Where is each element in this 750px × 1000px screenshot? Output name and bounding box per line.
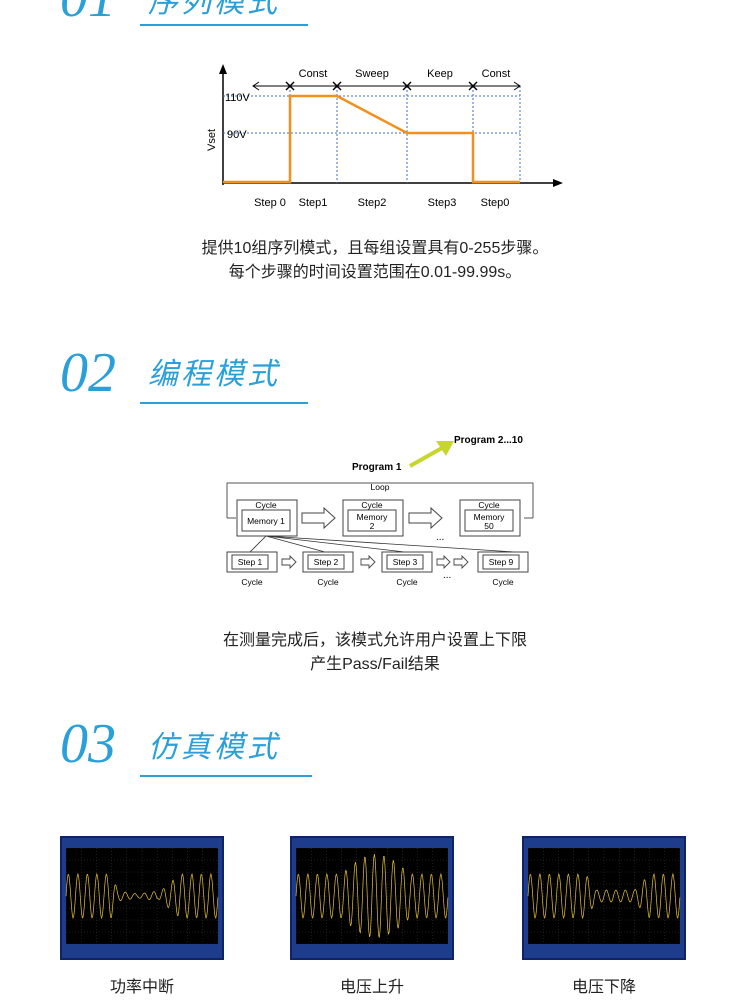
memory-1-cycle: Cycle xyxy=(255,500,277,510)
y-axis-label: Vset xyxy=(206,129,218,151)
memory-ellipsis: ... xyxy=(436,532,444,543)
step-2-cycle: Cycle xyxy=(317,577,339,587)
section-01-number: 01 xyxy=(60,0,116,26)
step-label-2: Step2 xyxy=(358,197,387,209)
scope-header-bar xyxy=(524,838,684,846)
section-03-underline xyxy=(140,775,312,777)
sequence-diagram: Const Sweep Keep Const 110V 90V Vset Ste… xyxy=(206,64,563,209)
step-3-cycle: Cycle xyxy=(396,577,418,587)
step-ellipsis: ... xyxy=(443,570,451,581)
scope-label-swell: 电压上升 xyxy=(339,979,404,996)
section-02-underline xyxy=(140,402,308,404)
level-low-label: 90V xyxy=(227,129,247,141)
memory-50-cycle: Cycle xyxy=(478,500,500,510)
scope-header-bar xyxy=(292,838,452,846)
program-next-label: Program 2...10 xyxy=(454,435,523,446)
y-axis-arrow xyxy=(219,64,227,74)
loop-path xyxy=(226,482,534,518)
program-diagram: Program 1 Program 2...10 Loop Cycle Cycl… xyxy=(226,435,534,587)
step-9-label: Step 9 xyxy=(489,557,514,567)
memory-50-label: Memory xyxy=(474,512,505,522)
memory-2-cycle: Cycle xyxy=(361,500,383,510)
segment-label-const-2: Const xyxy=(482,68,511,80)
loop-label: Loop xyxy=(371,482,390,492)
step-9-box xyxy=(482,554,520,570)
scope-footer-bar xyxy=(292,946,452,958)
scope-footer-bar xyxy=(524,946,684,958)
step-arrow-4 xyxy=(453,554,469,570)
section-03-number: 03 xyxy=(60,713,116,775)
step-3-box xyxy=(386,554,424,570)
memory-arrow-1 xyxy=(301,506,336,530)
section-02-caption-line-1: 在测量完成后，该模式允许用户设置上下限 xyxy=(222,632,527,649)
step-arrow-3 xyxy=(436,554,451,570)
section-02-caption-line-2: 产生Pass/Fail结果 xyxy=(310,656,440,673)
step-label-0: Step 0 xyxy=(254,197,286,209)
memory-50-number: 50 xyxy=(484,521,494,531)
scope-waveform xyxy=(295,853,449,938)
step-1-box xyxy=(231,554,269,570)
scope-label-dropout: 功率中断 xyxy=(109,979,174,996)
grid-lines xyxy=(223,86,521,183)
section-03-title: 仿真模式 xyxy=(148,730,280,765)
segment-label-const-1: Const xyxy=(299,68,328,80)
step-arrow-1 xyxy=(281,554,297,570)
segment-arrows xyxy=(252,81,521,91)
segment-markers xyxy=(285,81,478,91)
section-01-caption-line-2: 每个步骤的时间设置范围在0.01-99.99s。 xyxy=(228,264,522,281)
x-axis-arrow xyxy=(553,179,563,187)
scope-label-sag: 电压下降 xyxy=(571,979,636,996)
step-label-1: Step1 xyxy=(299,197,328,209)
section-01-underline xyxy=(140,24,308,26)
scope-screenshot-dropout xyxy=(60,836,224,960)
step-3-label: Step 3 xyxy=(393,557,418,567)
section-02-number: 02 xyxy=(60,342,116,404)
scope-waveform xyxy=(65,872,219,920)
scope-screenshot-sag xyxy=(522,836,686,960)
segment-label-keep: Keep xyxy=(427,68,453,80)
scope-header-bar xyxy=(62,838,222,846)
scope-footer-bar xyxy=(62,946,222,958)
program-arrow xyxy=(436,441,454,456)
step-1-cycle: Cycle xyxy=(241,577,263,587)
step-9-cycle: Cycle xyxy=(492,577,514,587)
memory-2-number: 2 xyxy=(370,521,375,531)
level-high-label: 110V xyxy=(225,92,251,104)
memory-1-label: Memory 1 xyxy=(247,516,285,526)
step-1-label: Step 1 xyxy=(238,557,263,567)
segment-label-sweep: Sweep xyxy=(355,68,389,80)
step-arrow-2 xyxy=(360,554,376,570)
section-01-caption-line-1: 提供10组序列模式，且每组设置具有0-255步骤。 xyxy=(201,240,549,257)
step-2-label: Step 2 xyxy=(314,557,339,567)
scope-waveform xyxy=(527,872,681,920)
section-02-title: 编程模式 xyxy=(148,357,280,392)
step-label-3: Step3 xyxy=(428,197,457,209)
memory-arrow-2 xyxy=(408,506,443,530)
memory-2-label: Memory xyxy=(357,512,388,522)
step-2-box xyxy=(307,554,345,570)
program-1-label: Program 1 xyxy=(352,462,402,473)
vset-waveform xyxy=(223,94,520,184)
step-label-4: Step0 xyxy=(481,197,510,209)
section-01-title: 序列模式 xyxy=(148,0,280,20)
scope-screenshot-swell xyxy=(290,836,454,960)
